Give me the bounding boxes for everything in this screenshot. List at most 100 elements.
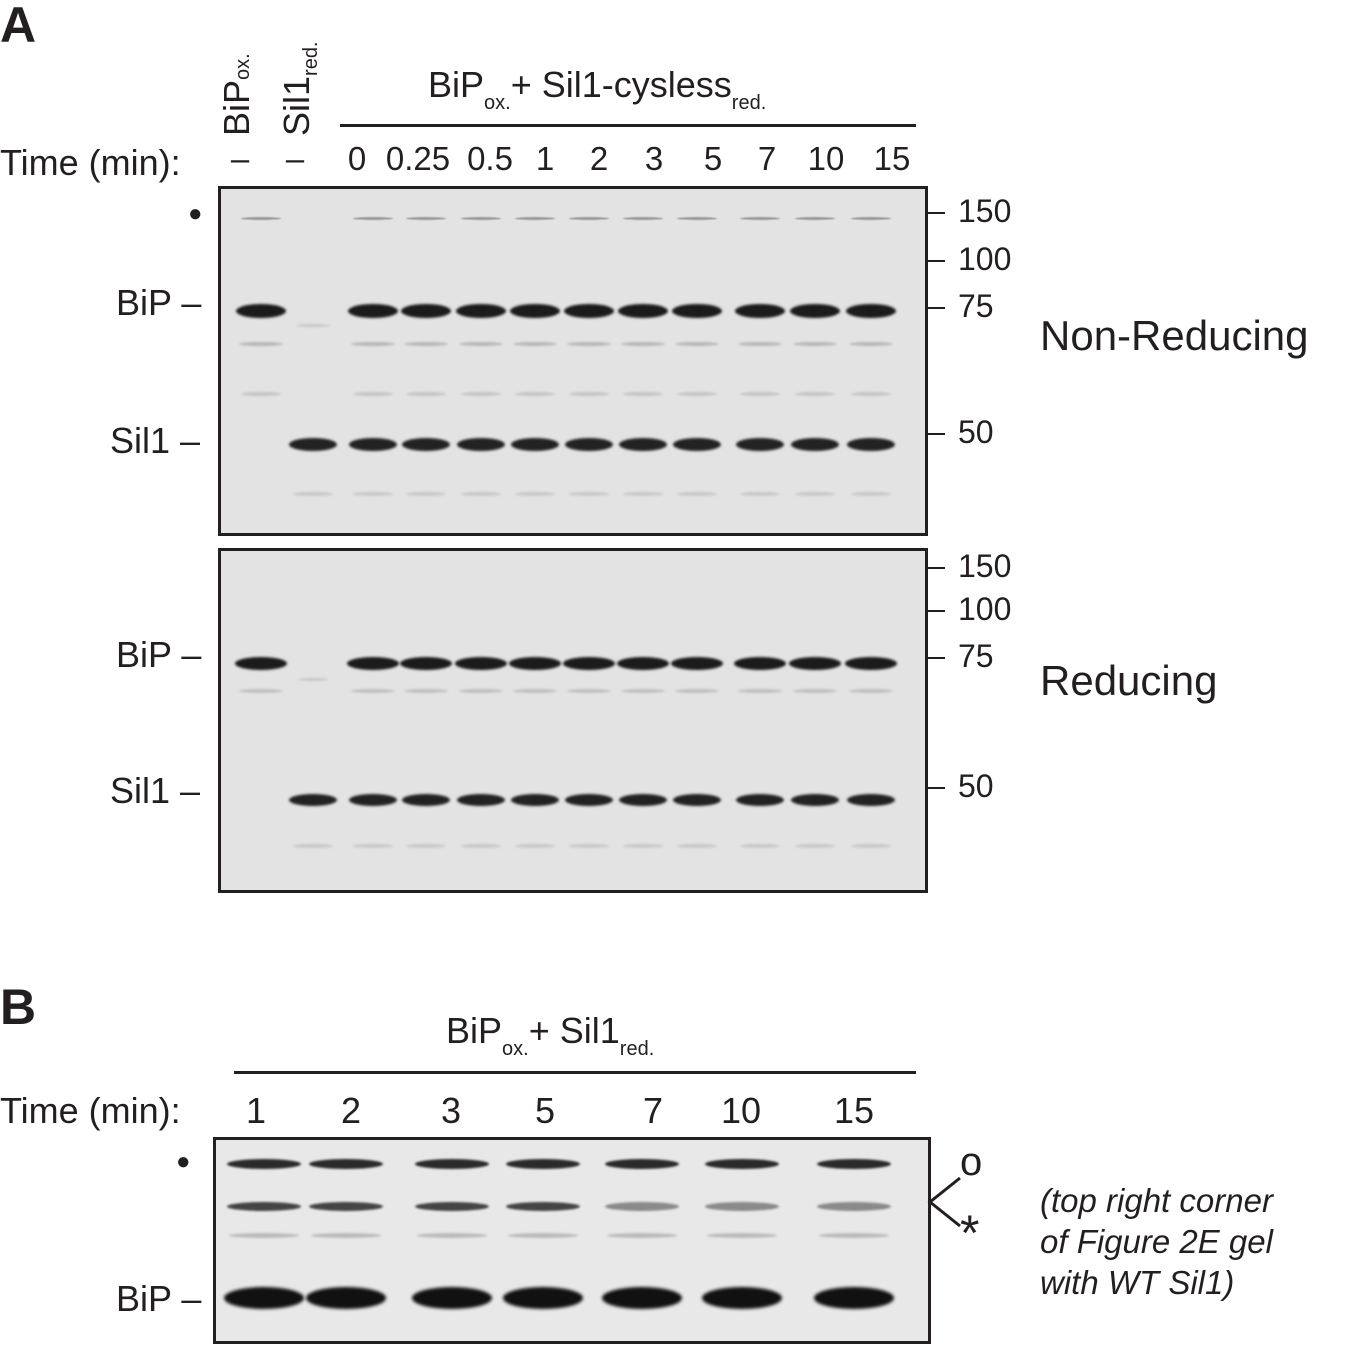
band-bip — [347, 656, 399, 670]
band-bip — [702, 1287, 782, 1309]
marker-label-75: 75 — [958, 288, 994, 324]
band-faint — [353, 392, 393, 396]
marker-tick — [927, 307, 945, 309]
gel-non-reducing — [218, 186, 928, 536]
dot-marker-b: ● — [176, 1148, 191, 1175]
band-high-mw — [623, 216, 663, 220]
band-faint — [567, 342, 611, 346]
band-faint — [675, 342, 719, 346]
band-faint — [740, 844, 780, 848]
band-high-mw — [227, 1159, 301, 1169]
band-faint — [621, 342, 665, 346]
band-faint — [459, 342, 503, 346]
gel-panel-b — [213, 1137, 931, 1344]
band-sil1 — [289, 794, 337, 806]
band-faint — [461, 844, 501, 848]
band-faint — [677, 392, 717, 396]
band-faint — [311, 1232, 381, 1238]
bracket-lines — [927, 1176, 961, 1228]
time-value: 7 — [757, 140, 777, 177]
time-value: 3 — [644, 140, 664, 177]
band-faint — [515, 844, 555, 848]
band-bip — [814, 1287, 894, 1309]
condition-label-non-reducing: Non-Reducing — [1040, 312, 1309, 359]
band-intermediate — [309, 1201, 383, 1211]
band-bip — [412, 1287, 492, 1309]
band-faint — [849, 689, 893, 693]
time-value: 10 — [720, 1090, 762, 1131]
band-faint — [851, 492, 891, 496]
band-sil1 — [402, 437, 450, 451]
band-sil1 — [511, 437, 559, 451]
band-faint — [621, 689, 665, 693]
band-high-mw — [569, 216, 609, 220]
band-high-mw — [506, 1159, 580, 1169]
band-sil1 — [402, 794, 450, 806]
band-sil1 — [736, 437, 784, 451]
band-label-sil1: Sil1 – — [110, 420, 201, 461]
band-faint — [738, 342, 782, 346]
time-value: 7 — [642, 1090, 664, 1131]
band-faint — [795, 844, 835, 848]
panel-a-letter: A — [0, 0, 37, 53]
band-label-sil1: Sil1 – — [110, 770, 201, 811]
band-faint — [239, 342, 283, 346]
band-faint — [707, 1232, 777, 1238]
band-faint — [677, 844, 717, 848]
band-faint — [851, 392, 891, 396]
band-bip — [671, 656, 723, 670]
band-sil1 — [847, 794, 895, 806]
band-bip — [734, 656, 786, 670]
band-bip — [602, 1287, 682, 1309]
band-bip — [503, 1287, 583, 1309]
band-intermediate — [605, 1201, 679, 1211]
band-sil1 — [619, 437, 667, 451]
band-high-mw — [353, 216, 393, 220]
band-high-mw — [705, 1159, 779, 1169]
time-value: – — [230, 140, 250, 177]
group-label-b: BiPox.+ Sil1red. — [446, 1010, 655, 1060]
marker-tick — [927, 610, 945, 612]
band-bip — [509, 656, 561, 670]
group-label-a: BiPox.+ Sil1-cyslessred. — [428, 64, 767, 114]
band-sil1 — [673, 794, 721, 806]
band-label-bip: BiP – — [116, 1278, 202, 1319]
time-value: 5 — [534, 1090, 556, 1131]
panel-b-letter: B — [0, 979, 37, 1035]
band-faint — [351, 342, 395, 346]
band-faint — [229, 1232, 299, 1238]
band-faint — [353, 492, 393, 496]
band-sil1 — [511, 794, 559, 806]
band-faint — [508, 1232, 578, 1238]
band-faint — [461, 492, 501, 496]
band-sil1 — [565, 437, 613, 451]
group-rule-a — [340, 124, 916, 127]
time-value: 0.5 — [467, 140, 513, 177]
time-value: 3 — [440, 1090, 462, 1131]
note-line: of Figure 2E gel — [1040, 1223, 1273, 1260]
band-sil1 — [673, 437, 721, 451]
band-intermediate — [817, 1201, 891, 1211]
band-bip — [618, 304, 668, 318]
gel-reducing — [218, 548, 928, 893]
time-value: 0.25 — [385, 140, 451, 177]
marker-tick — [927, 212, 945, 214]
marker-label-50: 50 — [958, 768, 994, 804]
time-value: 15 — [873, 140, 911, 177]
panel-b-note: (top right corner of Figure 2E gel with … — [1040, 1180, 1273, 1303]
marker-label-150: 150 — [958, 193, 1012, 229]
band-intermediate — [415, 1201, 489, 1211]
band-bip — [564, 304, 614, 318]
band-faint — [567, 689, 611, 693]
band-faint — [740, 492, 780, 496]
time-value: 5 — [703, 140, 723, 177]
band-high-mw — [677, 216, 717, 220]
note-line: (top right corner — [1040, 1182, 1273, 1219]
band-faint — [515, 392, 555, 396]
band-faint — [795, 392, 835, 396]
time-label-a: Time (min): — [0, 142, 181, 183]
band-high-mw — [309, 1159, 383, 1169]
band-bip — [510, 304, 560, 318]
band-bip — [456, 304, 506, 318]
